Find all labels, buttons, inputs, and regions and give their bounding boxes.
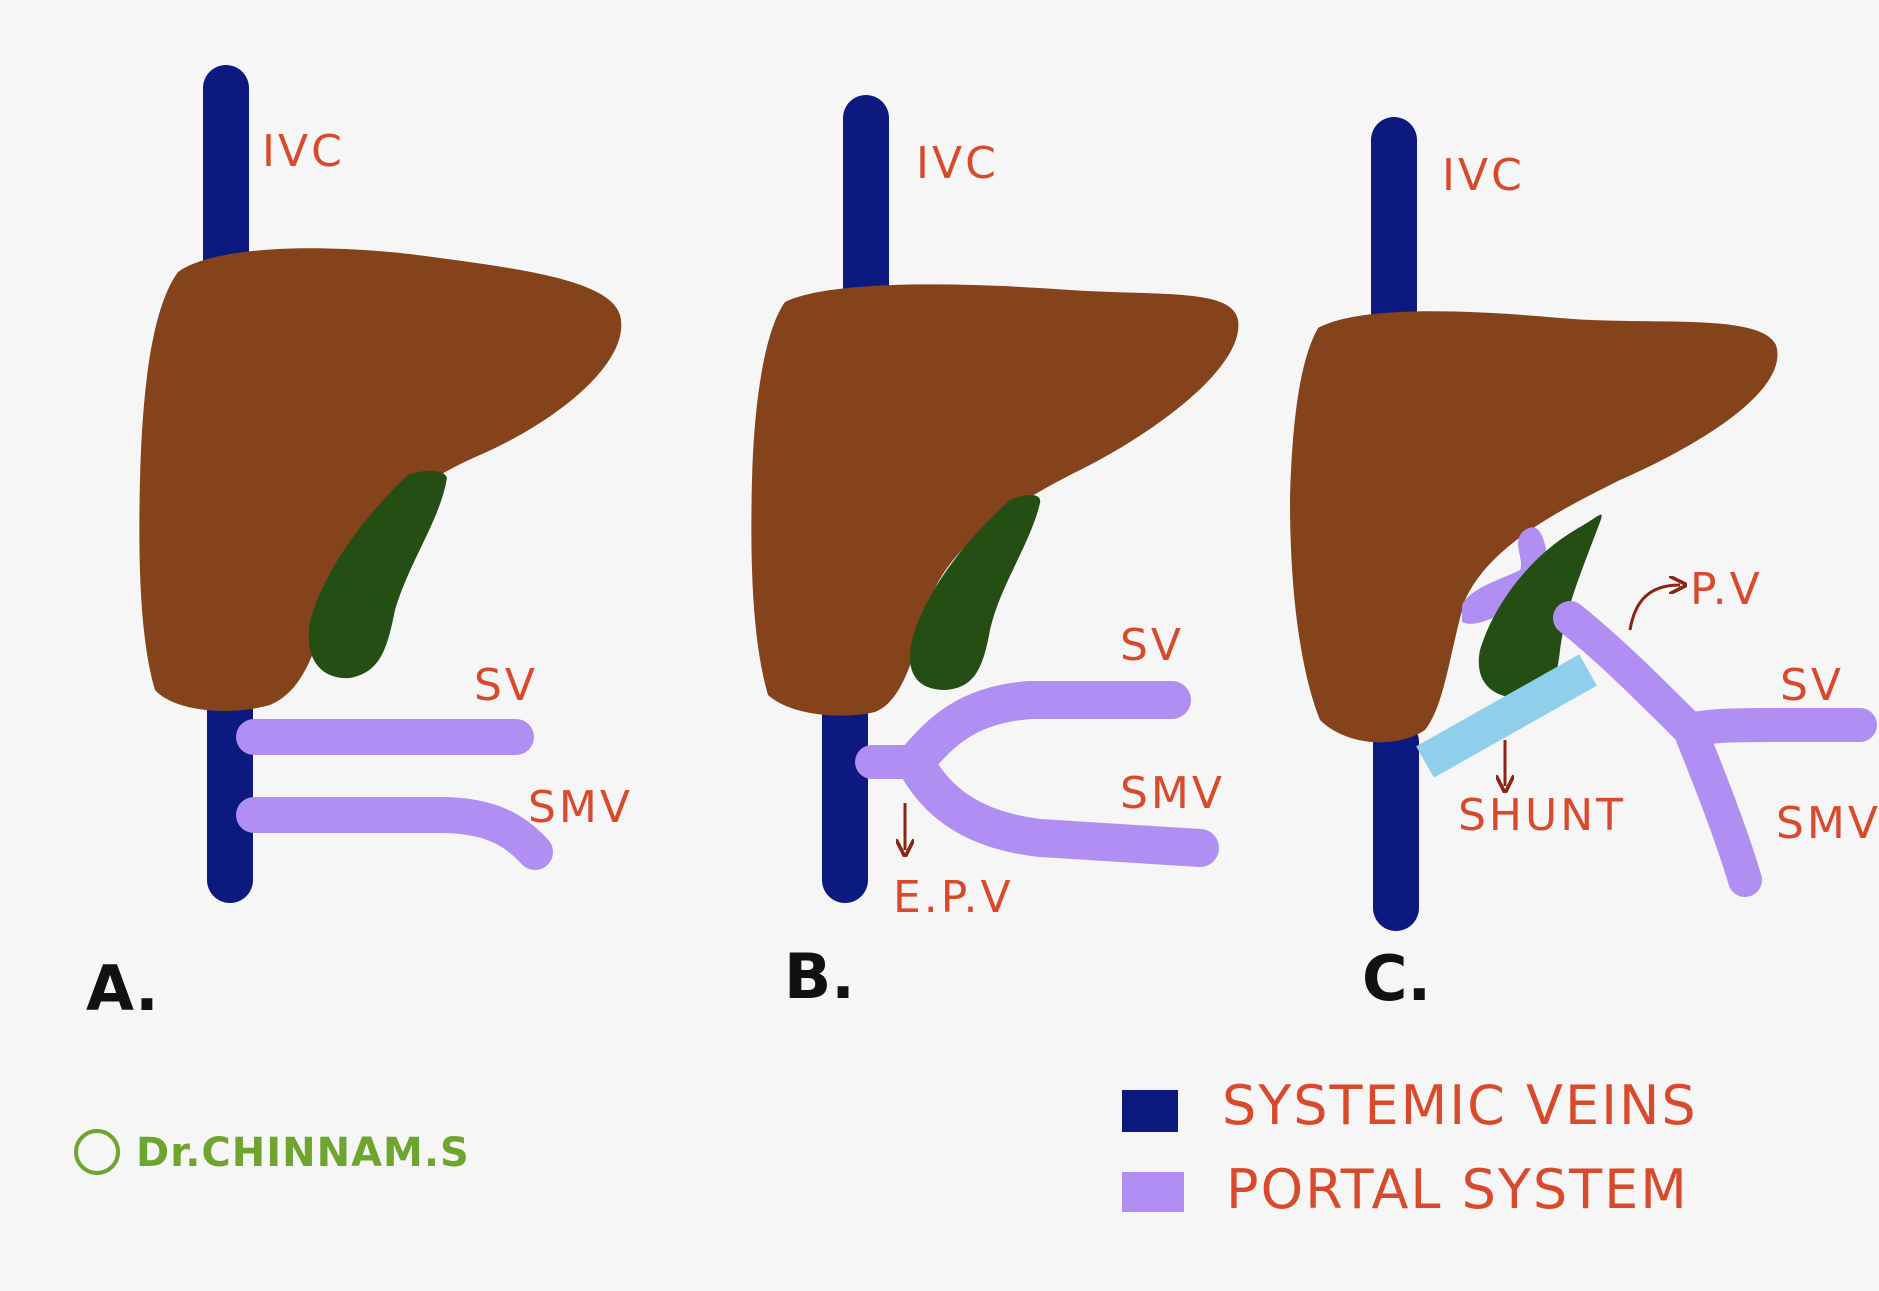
ivc-label-b: IVC — [916, 138, 999, 189]
pv-trunk-c — [1553, 601, 1707, 747]
smv-label-c: SMV — [1776, 798, 1879, 849]
shunt-label-c: SHUNT — [1458, 790, 1626, 841]
sv-vein-c — [1673, 708, 1877, 747]
liver-a — [139, 248, 622, 711]
legend-label-systemic: SYSTEMIC VEINS — [1222, 1074, 1698, 1137]
smv-label-a: SMV — [528, 782, 633, 833]
sv-vein-b — [896, 681, 1191, 781]
smv-vein-b — [896, 743, 1219, 867]
panel-letter-b: B. — [784, 940, 855, 1013]
pv-arrow-c — [1628, 585, 1680, 631]
gallbladder-a — [308, 470, 447, 679]
legend-swatch-portal — [1122, 1172, 1184, 1212]
panel-b: IVC SV SMV E.P.V B. — [751, 95, 1239, 1013]
panel-a: IVC SV SMV A. — [86, 65, 633, 1025]
ivc-label-c: IVC — [1442, 150, 1525, 201]
shunt-vessel-c — [1416, 654, 1597, 778]
gallbladder-c — [1478, 514, 1602, 699]
liver-c — [1290, 311, 1778, 743]
sv-label-b: SV — [1120, 620, 1184, 671]
copyright-icon — [74, 1129, 120, 1175]
legend: SYSTEMIC VEINS PORTAL SYSTEM — [1122, 1074, 1698, 1221]
legend-label-portal: PORTAL SYSTEM — [1226, 1158, 1689, 1221]
panel-letter-a: A. — [86, 952, 159, 1025]
gallbladder-b — [909, 494, 1041, 690]
panel-letter-c: C. — [1362, 942, 1431, 1015]
smv-vein-c — [1673, 713, 1762, 897]
smv-label-b: SMV — [1120, 768, 1225, 819]
legend-swatch-systemic — [1122, 1090, 1178, 1132]
sv-label-c: SV — [1780, 660, 1844, 711]
pv-label-c: P.V — [1690, 564, 1763, 615]
sv-label-a: SV — [474, 660, 538, 711]
smv-vein-a — [236, 797, 553, 870]
credit: © C Dr.CHINNAM.S — [74, 1129, 470, 1176]
liver-b — [751, 284, 1239, 716]
credit-text: Dr.CHINNAM.S — [136, 1130, 470, 1176]
panel-c: IVC P.V SV SMV SHUNT C. — [1290, 117, 1879, 1015]
epv-label-b: E.P.V — [893, 872, 1014, 923]
ivc-label-a: IVC — [262, 126, 345, 177]
